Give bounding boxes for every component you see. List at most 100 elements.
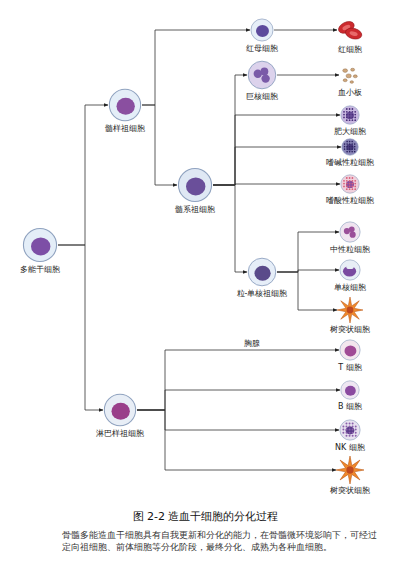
granule bbox=[346, 111, 348, 113]
cell-node: 肥大细胞 bbox=[340, 105, 360, 125]
granule bbox=[351, 151, 353, 153]
cell-illustration bbox=[339, 221, 361, 243]
cell-body bbox=[104, 394, 135, 425]
granule bbox=[344, 148, 346, 150]
cell-node: 嗜酸性粒细胞 bbox=[340, 174, 360, 194]
granule bbox=[346, 151, 348, 153]
granule bbox=[346, 177, 348, 179]
dendritic-body bbox=[337, 297, 363, 323]
granule bbox=[352, 119, 354, 121]
cell-label: 淋巴样祖细胞 bbox=[96, 429, 144, 438]
cell-illustration bbox=[103, 393, 137, 427]
granule bbox=[349, 429, 351, 431]
granule bbox=[343, 111, 345, 113]
granule bbox=[345, 425, 347, 427]
cell-node: 嗜碱性粒细胞 bbox=[341, 138, 359, 156]
cell-body bbox=[340, 340, 360, 360]
cell-label: B 细胞 bbox=[338, 402, 362, 411]
granule bbox=[354, 188, 356, 190]
cell-node: 树突状细胞 bbox=[337, 297, 363, 323]
cell-body bbox=[340, 260, 360, 280]
granule bbox=[354, 114, 356, 116]
granule bbox=[352, 117, 354, 119]
granule bbox=[345, 432, 347, 434]
cell-nucleus bbox=[31, 237, 50, 255]
granule bbox=[344, 146, 346, 148]
granule bbox=[345, 422, 347, 424]
cell-node: 红细胞 bbox=[337, 17, 363, 43]
cell-node: T 细胞 bbox=[339, 339, 361, 361]
cell-node: 中性粒细胞 bbox=[339, 221, 361, 243]
granule bbox=[346, 146, 348, 148]
granule bbox=[342, 432, 344, 434]
granule bbox=[346, 148, 348, 150]
cell-illustration bbox=[336, 456, 364, 484]
granule bbox=[352, 177, 354, 179]
cell-body bbox=[340, 222, 360, 242]
cell-nucleus bbox=[345, 386, 356, 396]
cell-illustration bbox=[247, 257, 277, 287]
granule bbox=[349, 117, 351, 119]
cell-illustration bbox=[177, 167, 213, 203]
cell-nucleus bbox=[346, 144, 353, 150]
cell-label: 巨核细胞 bbox=[246, 92, 278, 101]
connector-arrow bbox=[213, 75, 247, 185]
granule bbox=[349, 146, 351, 148]
granule bbox=[354, 151, 356, 153]
granule bbox=[343, 180, 345, 182]
granule bbox=[354, 117, 356, 119]
granule bbox=[349, 180, 351, 182]
granule bbox=[349, 143, 351, 145]
cell-body bbox=[109, 89, 140, 120]
granule bbox=[352, 432, 354, 434]
granule bbox=[349, 435, 351, 437]
granule bbox=[346, 141, 348, 143]
granule bbox=[349, 119, 351, 121]
cell-illustration bbox=[250, 18, 274, 42]
granule bbox=[352, 111, 354, 113]
platelet-shape bbox=[353, 75, 357, 78]
granule bbox=[346, 119, 348, 121]
granule bbox=[346, 183, 348, 185]
cell-label: 多能干细胞 bbox=[20, 265, 60, 274]
edge-label: 胸腺 bbox=[244, 339, 260, 348]
connector-arrow bbox=[277, 232, 339, 272]
connector-arrow bbox=[137, 390, 340, 410]
cell-label: 红细胞 bbox=[338, 45, 362, 54]
platelet-shape bbox=[346, 74, 351, 78]
cell-nucleus bbox=[256, 25, 269, 37]
granule bbox=[349, 141, 351, 143]
granule bbox=[346, 117, 348, 119]
cell-label: 嗜碱性粒细胞 bbox=[326, 158, 374, 167]
cell-nucleus bbox=[255, 266, 271, 281]
granule bbox=[354, 146, 356, 148]
dendritic-nucleus bbox=[346, 466, 353, 473]
granule bbox=[351, 143, 353, 145]
cell-body bbox=[341, 175, 359, 193]
connector-arrow bbox=[58, 105, 108, 245]
nucleus-lobe bbox=[350, 232, 356, 238]
cell-nucleus bbox=[346, 112, 354, 119]
granule bbox=[342, 429, 344, 431]
granule bbox=[345, 435, 347, 437]
cell-illustration bbox=[340, 380, 360, 400]
cell-illustration bbox=[339, 339, 361, 361]
cell-node: 髓样祖细胞 bbox=[108, 88, 142, 122]
granule bbox=[352, 188, 354, 190]
cell-body bbox=[341, 106, 359, 124]
caption-note: 骨髓多能造血干细胞具有自我更新和分化的能力，在骨髓微环境影响下，可经过定向祖细胞… bbox=[62, 529, 384, 553]
granule bbox=[355, 429, 357, 431]
cell-label: 粒-单核祖细胞 bbox=[237, 289, 288, 298]
cell-node: B 细胞 bbox=[340, 380, 360, 400]
connector-arrow bbox=[213, 115, 340, 185]
cell-illustration bbox=[340, 105, 360, 125]
granule bbox=[352, 425, 354, 427]
cell-body bbox=[23, 228, 56, 261]
cell-node: 血小板 bbox=[339, 64, 361, 86]
granule bbox=[345, 429, 347, 431]
cell-node: 树突状细胞 bbox=[336, 456, 364, 484]
cell-illustration bbox=[337, 17, 363, 43]
connector-arrow bbox=[213, 147, 341, 185]
cell-body bbox=[178, 168, 211, 201]
